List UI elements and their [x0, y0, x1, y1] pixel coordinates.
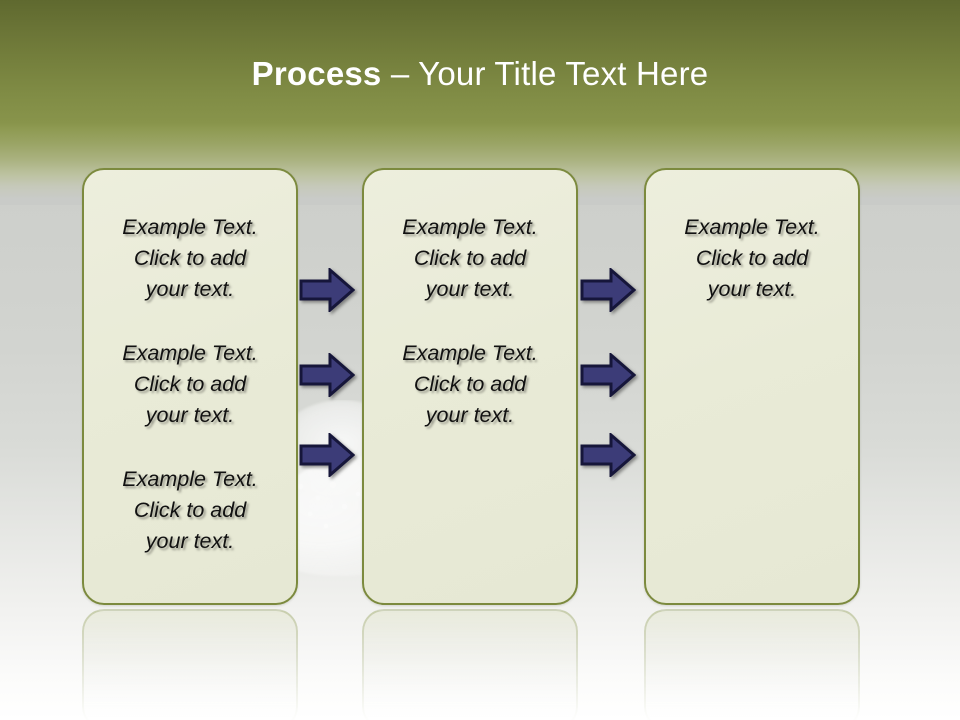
page-title-bold: Process	[251, 55, 382, 92]
page-title: Process – Your Title Text Here	[0, 52, 960, 96]
watermark-droplet	[324, 524, 328, 528]
arrow-gap2-row1-icon	[580, 268, 636, 312]
process-box-3-content: Example Text. Click to add your text.	[646, 170, 858, 603]
arrow-gap1-row1-icon	[299, 268, 355, 312]
text-placeholder[interactable]: Example Text. Click to add your text.	[122, 341, 258, 427]
text-placeholder[interactable]: Example Text. Click to add your text.	[122, 467, 258, 553]
watermark-droplet	[342, 504, 347, 509]
text-placeholder[interactable]: Example Text. Click to add your text.	[402, 341, 538, 427]
box-reflection	[82, 609, 298, 720]
text-placeholder[interactable]: Example Text. Click to add your text.	[122, 215, 258, 301]
text-placeholder[interactable]: Example Text. Click to add your text.	[684, 215, 820, 301]
watermark-droplet	[308, 512, 312, 516]
process-box-3[interactable]: Example Text. Click to add your text.	[644, 168, 860, 605]
process-box-1-content: Example Text. Click to add your text. Ex…	[84, 170, 296, 603]
process-box-1[interactable]: Example Text. Click to add your text. Ex…	[82, 168, 298, 605]
watermark-droplet	[298, 484, 303, 489]
arrow-gap2-row2-icon	[580, 353, 636, 397]
watermark-droplet	[330, 482, 336, 488]
arrow-gap1-row2-icon	[299, 353, 355, 397]
arrow-gap2-row3-icon	[580, 433, 636, 477]
box-reflection	[644, 609, 860, 720]
process-box-2-content: Example Text. Click to add your text. Ex…	[364, 170, 576, 603]
box-reflection	[362, 609, 578, 720]
arrow-gap1-row3-icon	[299, 433, 355, 477]
page-title-rest: – Your Title Text Here	[381, 55, 709, 92]
text-placeholder[interactable]: Example Text. Click to add your text.	[402, 215, 538, 301]
watermark-droplet	[356, 492, 360, 496]
process-box-2[interactable]: Example Text. Click to add your text. Ex…	[362, 168, 578, 605]
watermark-droplet	[316, 496, 320, 500]
